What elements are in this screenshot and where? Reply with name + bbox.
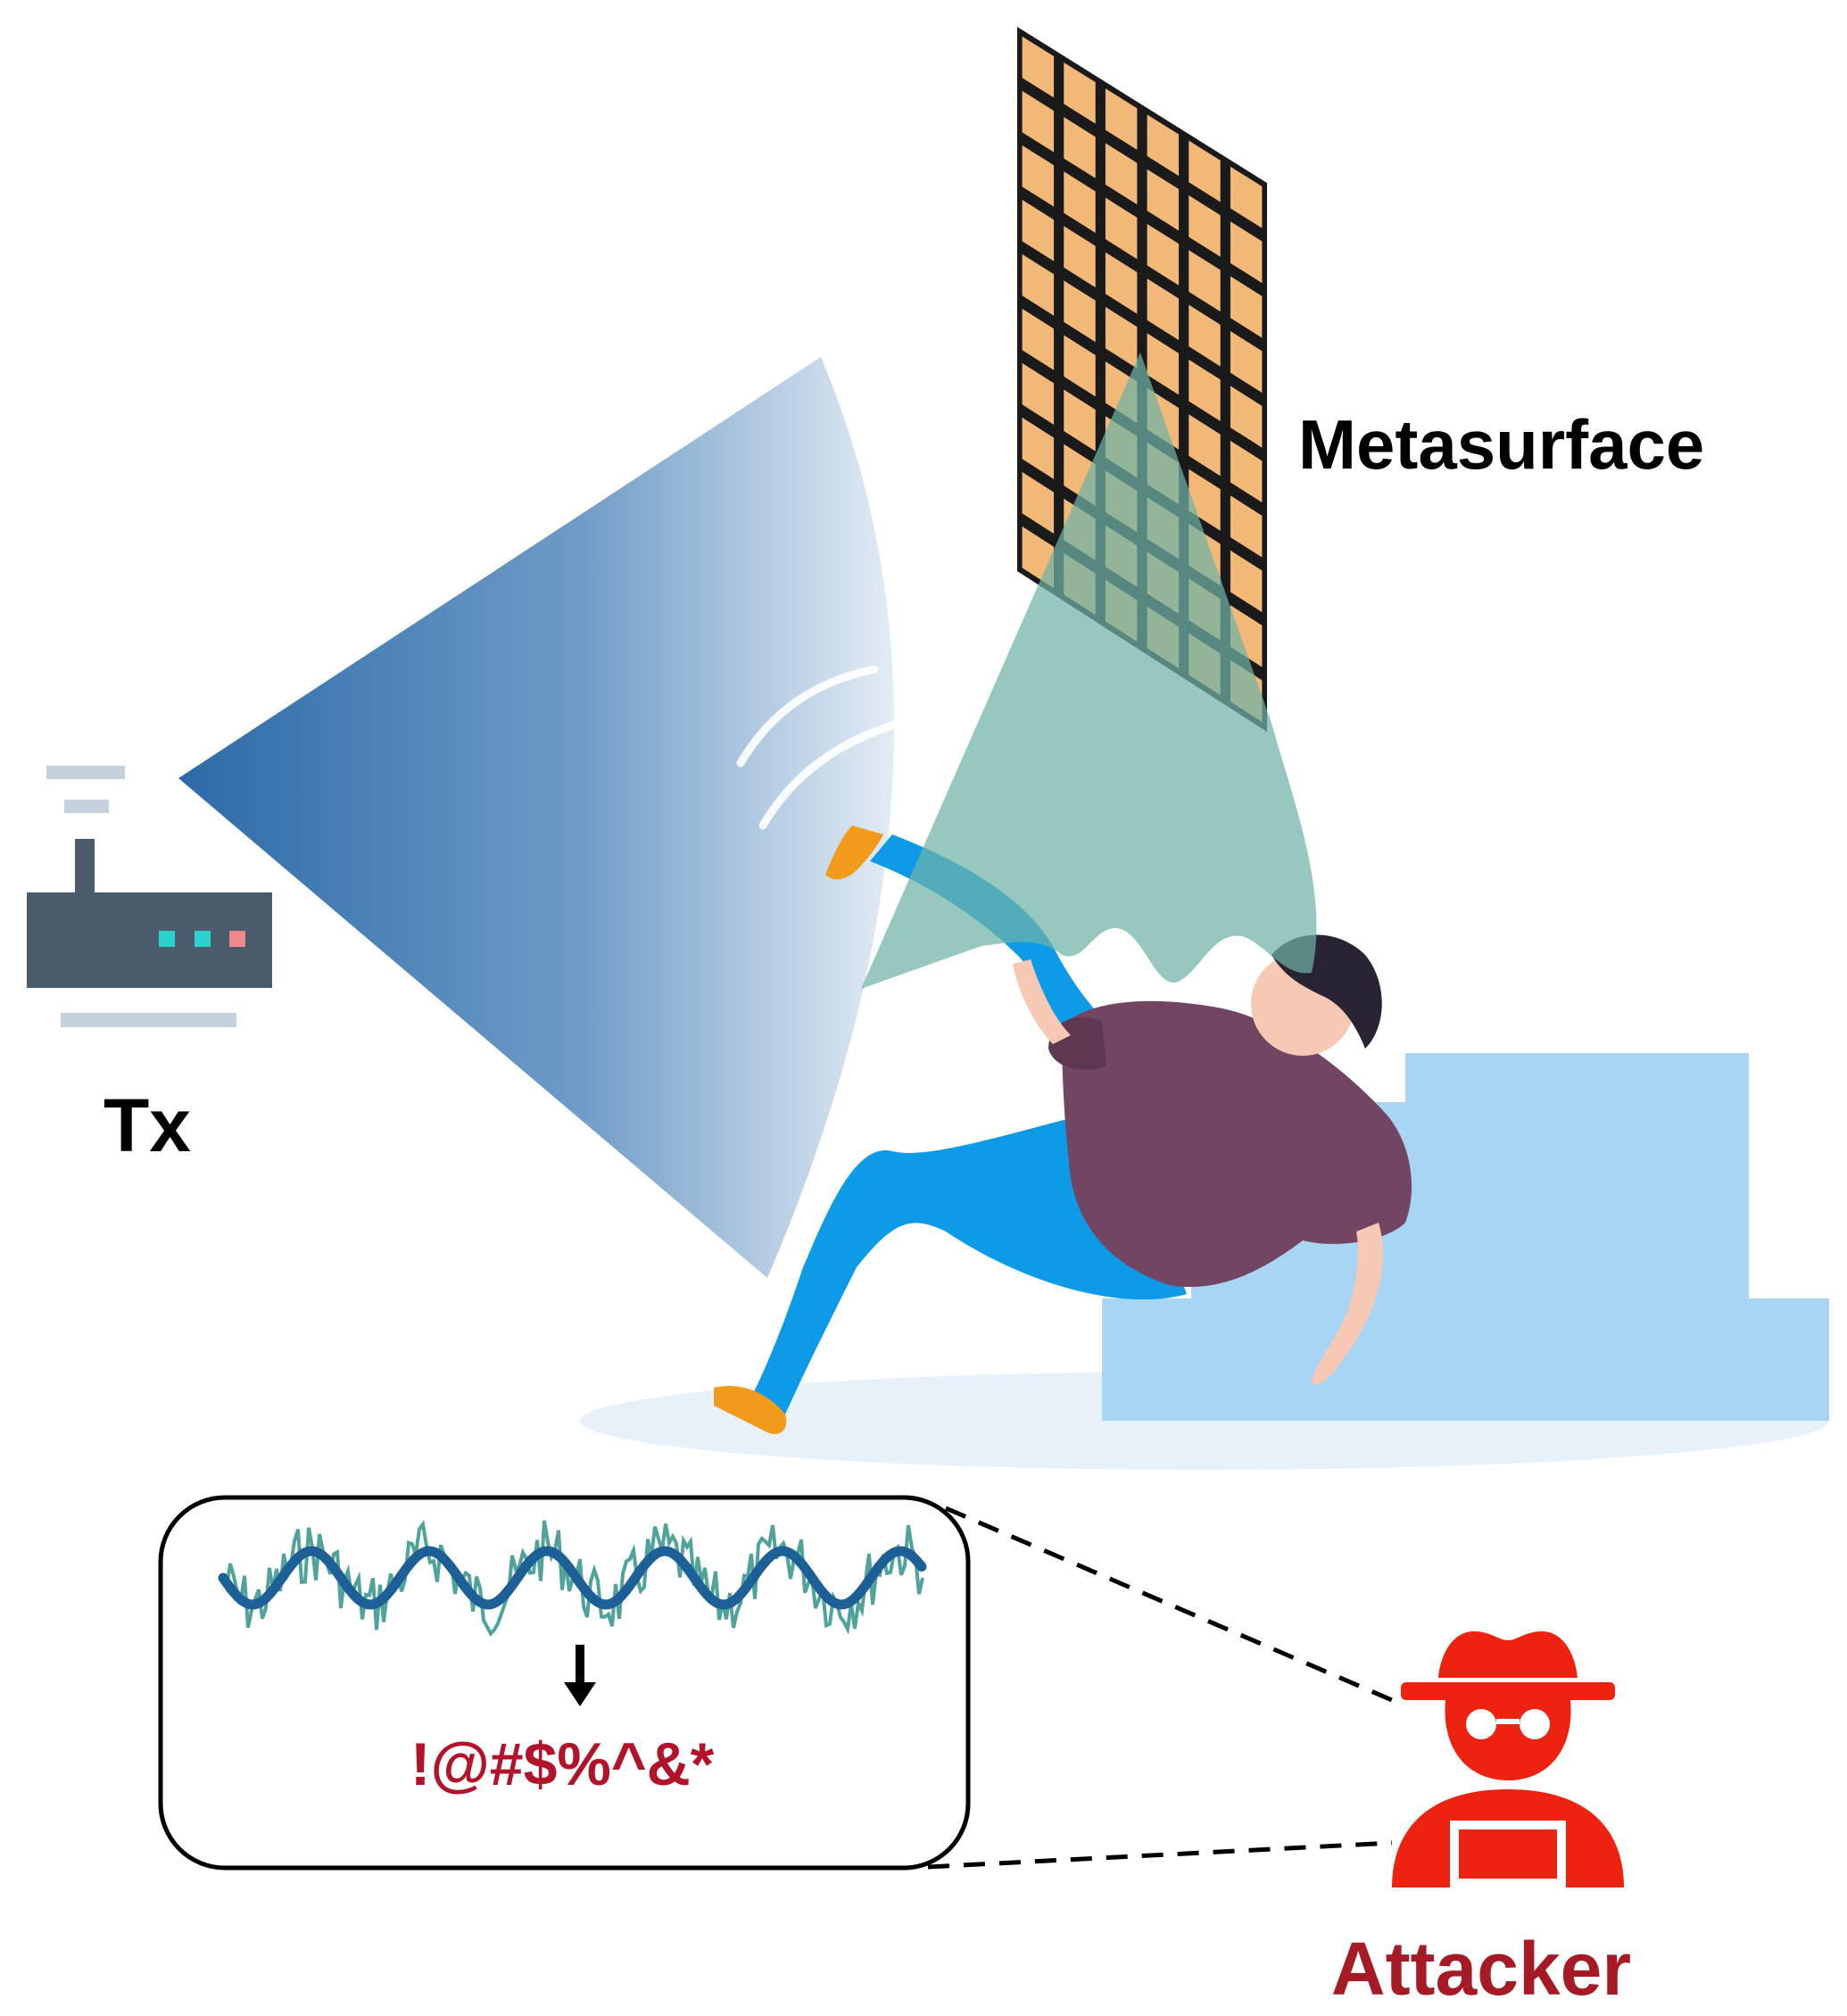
reflected-beam bbox=[861, 353, 1317, 989]
signal-bar-top bbox=[46, 766, 125, 779]
metasurface-cell bbox=[1230, 276, 1263, 338]
metasurface-cell bbox=[1105, 88, 1138, 150]
metasurface-cell bbox=[1189, 414, 1221, 477]
person-shirt bbox=[1062, 1000, 1412, 1287]
metasurface-cell bbox=[1064, 171, 1096, 233]
waveform-signal bbox=[218, 1546, 927, 1610]
metasurface-cell bbox=[1022, 145, 1055, 207]
metasurface-cell bbox=[1022, 90, 1055, 153]
metasurface-cell bbox=[1230, 440, 1263, 503]
metasurface-cell bbox=[1105, 252, 1138, 314]
metasurface-cell bbox=[1230, 330, 1263, 394]
metasurface-cell bbox=[1022, 362, 1055, 425]
person-shoe bbox=[825, 825, 883, 880]
wave-arc bbox=[736, 665, 879, 767]
down-arrow-icon bbox=[564, 1645, 596, 1706]
metasurface-cell bbox=[1147, 169, 1180, 231]
metasurface-cell bbox=[1064, 117, 1096, 178]
attacker-glasses bbox=[1520, 1709, 1550, 1739]
metasurface-cell bbox=[1230, 166, 1263, 228]
router-led bbox=[229, 931, 245, 947]
metasurface-cell bbox=[1189, 195, 1221, 257]
metasurface-cell bbox=[1147, 114, 1180, 177]
metasurface-cell bbox=[1189, 140, 1221, 203]
router-icon bbox=[27, 766, 272, 1027]
metasurface-cell bbox=[1147, 333, 1180, 395]
metasurface-cell bbox=[1230, 221, 1263, 284]
person-shoe bbox=[714, 1386, 787, 1435]
person-arm-raised bbox=[1013, 959, 1071, 1044]
metasurface-label: Metasurface bbox=[1298, 405, 1704, 484]
metasurface-cell bbox=[1189, 304, 1221, 367]
metasurface-cell bbox=[1064, 62, 1096, 124]
falling-person bbox=[714, 825, 1412, 1435]
metasurface-cell bbox=[1022, 471, 1055, 534]
metasurface-cell bbox=[1230, 386, 1263, 448]
metasurface-cell bbox=[1230, 550, 1263, 613]
router-led bbox=[159, 931, 175, 947]
dashed-connector bbox=[945, 1506, 1393, 1703]
tx-label: Tx bbox=[104, 1083, 191, 1167]
attacker-head bbox=[1445, 1700, 1571, 1780]
metasurface-cell bbox=[1064, 280, 1096, 343]
metasurface-cell bbox=[1022, 36, 1055, 98]
attacker-hat bbox=[1438, 1631, 1578, 1678]
attacker-hat-brim bbox=[1401, 1682, 1615, 1700]
person-arm-lower bbox=[1312, 1223, 1383, 1385]
dashed-connector bbox=[927, 1840, 1393, 1870]
metasurface-cell bbox=[1022, 199, 1055, 261]
router-antenna bbox=[75, 839, 95, 894]
metasurface-cell bbox=[1189, 250, 1221, 312]
metasurface-cell bbox=[1189, 359, 1221, 421]
metasurface-cell bbox=[1022, 417, 1055, 479]
metasurface-cell bbox=[1064, 389, 1096, 452]
router-led bbox=[195, 931, 211, 947]
metasurface-cell bbox=[1064, 335, 1096, 397]
metasurface-cell bbox=[1105, 197, 1138, 260]
metasurface-cell bbox=[1230, 495, 1263, 558]
metasurface-cell bbox=[1022, 253, 1055, 316]
signal-bar-middle bbox=[64, 800, 109, 813]
signal-bar-bottom bbox=[61, 1013, 236, 1027]
metasurface-cell bbox=[1022, 308, 1055, 370]
metasurface-cell bbox=[1147, 278, 1180, 341]
metasurface-cell bbox=[1105, 306, 1138, 369]
metasurface-cell bbox=[1064, 226, 1096, 288]
attacker-glasses bbox=[1466, 1709, 1496, 1739]
wave-arc bbox=[758, 718, 906, 830]
garbled-text: !@#$%^&* bbox=[410, 1730, 715, 1798]
attacker-icon bbox=[1392, 1631, 1624, 1887]
attacker-label: Attacker bbox=[1331, 1927, 1631, 2011]
incident-beam bbox=[178, 357, 895, 1278]
metasurface-cell bbox=[1105, 143, 1138, 205]
metasurface-cell bbox=[1147, 223, 1180, 286]
